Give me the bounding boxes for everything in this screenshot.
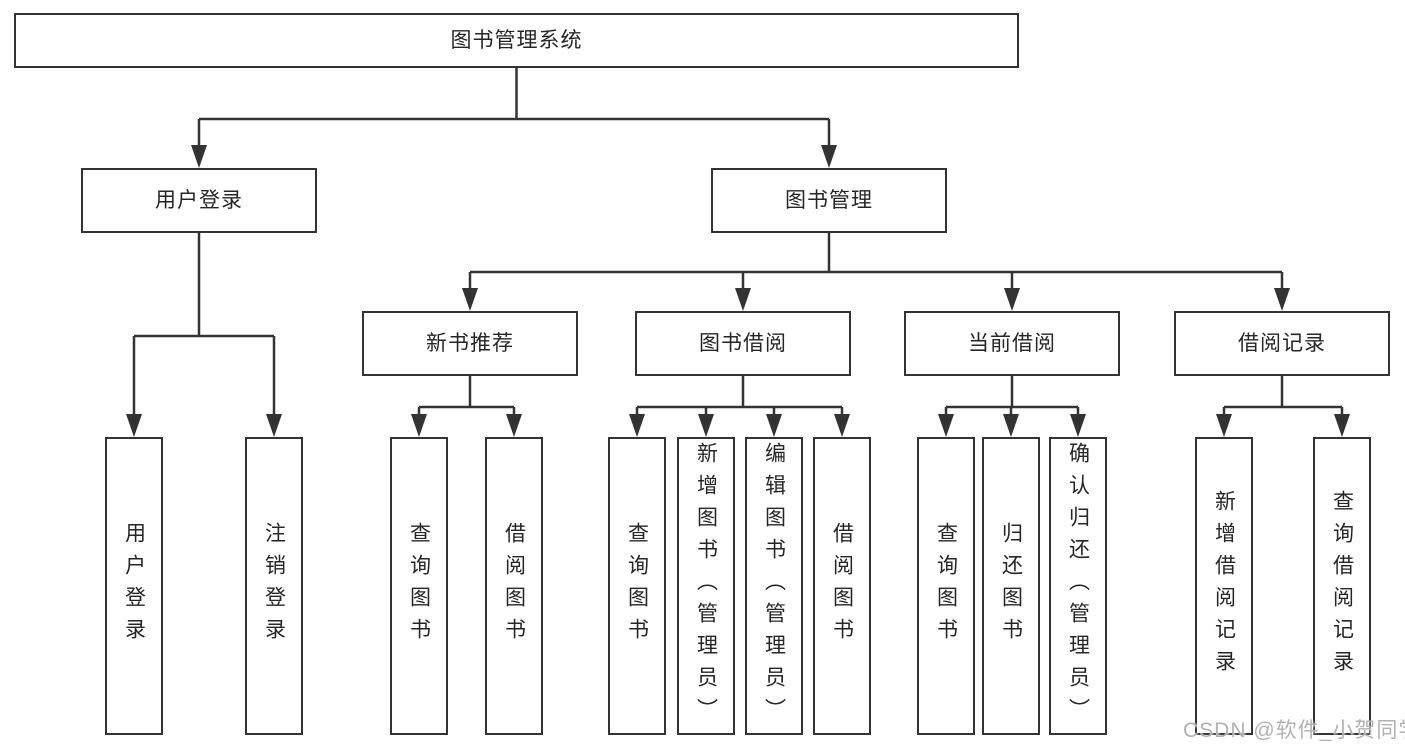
leaf-return-books: 归还图书 — [982, 437, 1040, 735]
node-book-management: 图书管理 — [711, 168, 947, 233]
leaf-add-books-admin: 新增图书（管理员） — [677, 437, 735, 735]
node-label: 图书管理 — [785, 189, 873, 212]
csdn-watermark: CSDN @软件_小贺同学 — [1183, 719, 1405, 742]
leaf-user-login: 用户登录 — [105, 437, 163, 735]
node-borrowing-records: 借阅记录 — [1174, 311, 1390, 376]
leaf-logout: 注销登录 — [245, 437, 303, 735]
node-label: 用户登录 — [122, 522, 146, 650]
node-label: 查询图书 — [625, 522, 649, 650]
node-library-management-system: 图书管理系统 — [14, 13, 1019, 68]
leaf-borrow-books: 借阅图书 — [813, 437, 871, 735]
node-label: 图书管理系统 — [450, 29, 583, 52]
node-user-login: 用户登录 — [81, 168, 317, 233]
node-label: 借阅图书 — [502, 522, 526, 650]
node-label: 归还图书 — [999, 522, 1023, 650]
node-label: 新书推荐 — [426, 332, 514, 355]
node-label: 新增借阅记录 — [1212, 490, 1236, 682]
node-label: 查询借阅记录 — [1330, 490, 1354, 682]
node-current-borrowing: 当前借阅 — [904, 311, 1120, 376]
node-label: 图书借阅 — [699, 332, 787, 355]
leaf-query-books: 查询图书 — [608, 437, 666, 735]
node-label: 用户登录 — [155, 189, 243, 212]
node-label: 注销登录 — [262, 522, 286, 650]
leaf-edit-books-admin: 编辑图书（管理员） — [745, 437, 803, 735]
leaf-query-books: 查询图书 — [390, 437, 448, 735]
node-label: 借阅记录 — [1238, 332, 1326, 355]
leaf-add-borrow-record: 新增借阅记录 — [1195, 437, 1253, 735]
node-label: 查询图书 — [407, 522, 431, 650]
node-label: 查询图书 — [934, 522, 958, 650]
node-label: 当前借阅 — [968, 332, 1056, 355]
node-new-book-recommendation: 新书推荐 — [362, 311, 578, 376]
node-label: 借阅图书 — [830, 522, 854, 650]
leaf-query-borrow-record: 查询借阅记录 — [1313, 437, 1371, 735]
node-label: 新增图书（管理员） — [694, 442, 718, 730]
node-label: 确认归还（管理员） — [1066, 442, 1090, 730]
leaf-query-books: 查询图书 — [917, 437, 975, 735]
node-book-borrowing: 图书借阅 — [635, 311, 851, 376]
node-label: 编辑图书（管理员） — [762, 442, 786, 730]
leaf-borrow-books: 借阅图书 — [485, 437, 543, 735]
leaf-confirm-return-admin: 确认归还（管理员） — [1049, 437, 1107, 735]
